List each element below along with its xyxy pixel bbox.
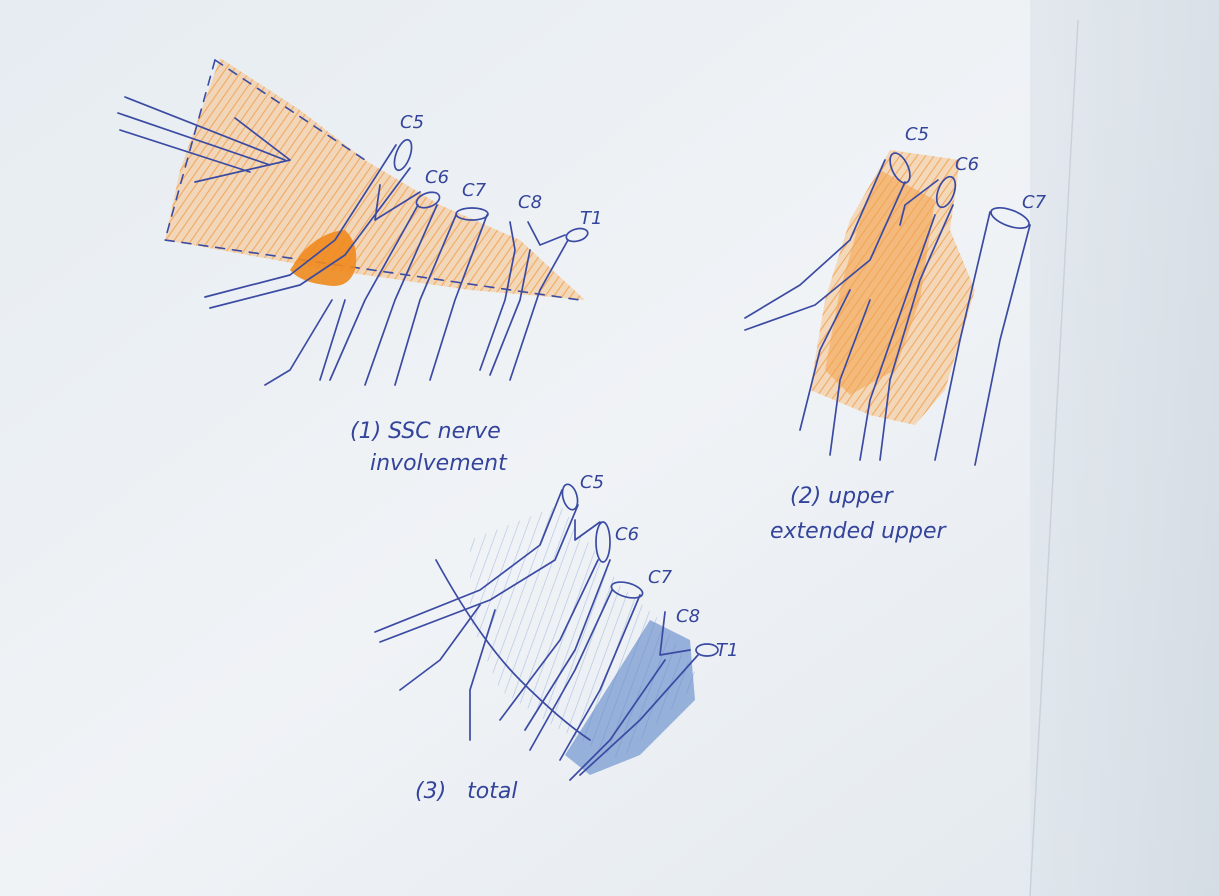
label-root-c6: C6 <box>425 167 449 188</box>
label-root-c7: C7 <box>648 567 673 588</box>
label-root-c8: C8 <box>518 192 542 213</box>
label-root-t1: T1 <box>716 640 738 661</box>
caption-ssc-line1: (1) SSC nerve <box>350 419 501 444</box>
label-root-c5: C5 <box>580 472 604 493</box>
caption-ssc-line2: involvement <box>370 451 508 476</box>
label-root-c6: C6 <box>955 154 979 175</box>
label-root-c5: C5 <box>400 112 424 133</box>
caption-upper-line2: extended upper <box>770 519 948 544</box>
label-root-c8: C8 <box>676 606 700 627</box>
paper-right-shadow <box>1030 0 1219 896</box>
label-root-c5: C5 <box>905 124 929 145</box>
caption-total: (3) total <box>415 779 517 804</box>
label-root-c7: C7 <box>1022 192 1047 213</box>
label-root-t1: T1 <box>580 208 602 229</box>
label-root-c7: C7 <box>462 180 487 201</box>
label-root-c6: C6 <box>615 524 639 545</box>
caption-upper-line1: (2) upper <box>790 484 895 509</box>
